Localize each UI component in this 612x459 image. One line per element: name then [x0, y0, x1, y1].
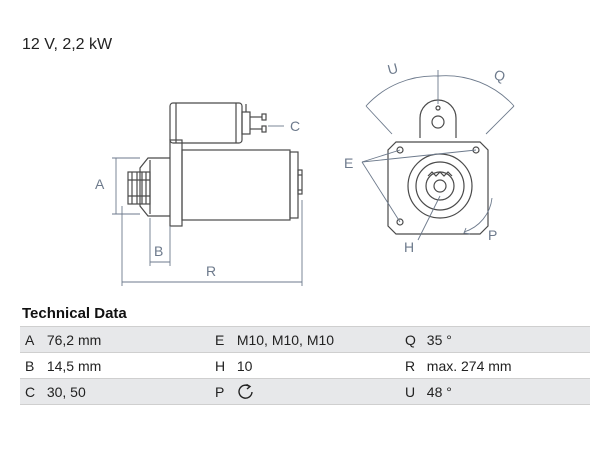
spec-value: max. 274 mm — [426, 357, 512, 374]
spec-value: 48 ° — [426, 378, 590, 405]
spec-value — [236, 378, 400, 405]
spec-value: 14,5 mm — [46, 357, 102, 374]
spec-key: Q — [399, 326, 427, 353]
spec-value: 10 — [236, 357, 253, 374]
starter-front-view — [387, 99, 489, 235]
label-Q: Q — [492, 66, 507, 84]
spec-key: H — [214, 357, 226, 374]
rotation-counterclockwise-icon — [238, 383, 253, 399]
spec-key: C — [20, 378, 47, 405]
spec-key: R — [404, 357, 416, 374]
side-view-dimensions — [112, 125, 303, 286]
spec-value: 35 ° — [426, 326, 590, 353]
table-row: A 76,2 mm E M10, M10, M10 Q 35 ° — [20, 326, 590, 353]
technical-data-title: Technical Data — [22, 305, 127, 322]
starter-motor-drawing: A B C R U Q E H — [95, 60, 515, 286]
label-C: C — [290, 118, 300, 134]
spec-key: U — [399, 378, 427, 405]
label-B: B — [154, 243, 163, 259]
label-P: P — [488, 227, 497, 243]
label-E: E — [344, 155, 353, 171]
spec-key: A — [20, 326, 47, 353]
table-row: C 30, 50 P U 48 ° — [20, 378, 590, 405]
front-view-dimensions — [361, 70, 515, 241]
label-A: A — [95, 176, 105, 192]
spec-value: M10, M10, M10 — [236, 326, 400, 353]
voltage-power-title: 12 V, 2,2 kW — [22, 36, 113, 53]
label-U: U — [386, 60, 400, 78]
spec-value: 30, 50 — [46, 378, 210, 405]
label-H: H — [404, 239, 414, 255]
spec-value: 76,2 mm — [46, 326, 210, 353]
technical-data-table: A 76,2 mm E M10, M10, M10 Q 35 ° B 14,5 … — [20, 326, 590, 405]
spec-key: B — [25, 357, 35, 374]
label-R: R — [206, 263, 216, 279]
starter-side-view — [127, 102, 303, 227]
spec-key: P — [209, 378, 237, 405]
table-row: B 14,5 mm H 10 R max. 274 mm — [20, 353, 590, 379]
spec-key: E — [209, 326, 237, 353]
